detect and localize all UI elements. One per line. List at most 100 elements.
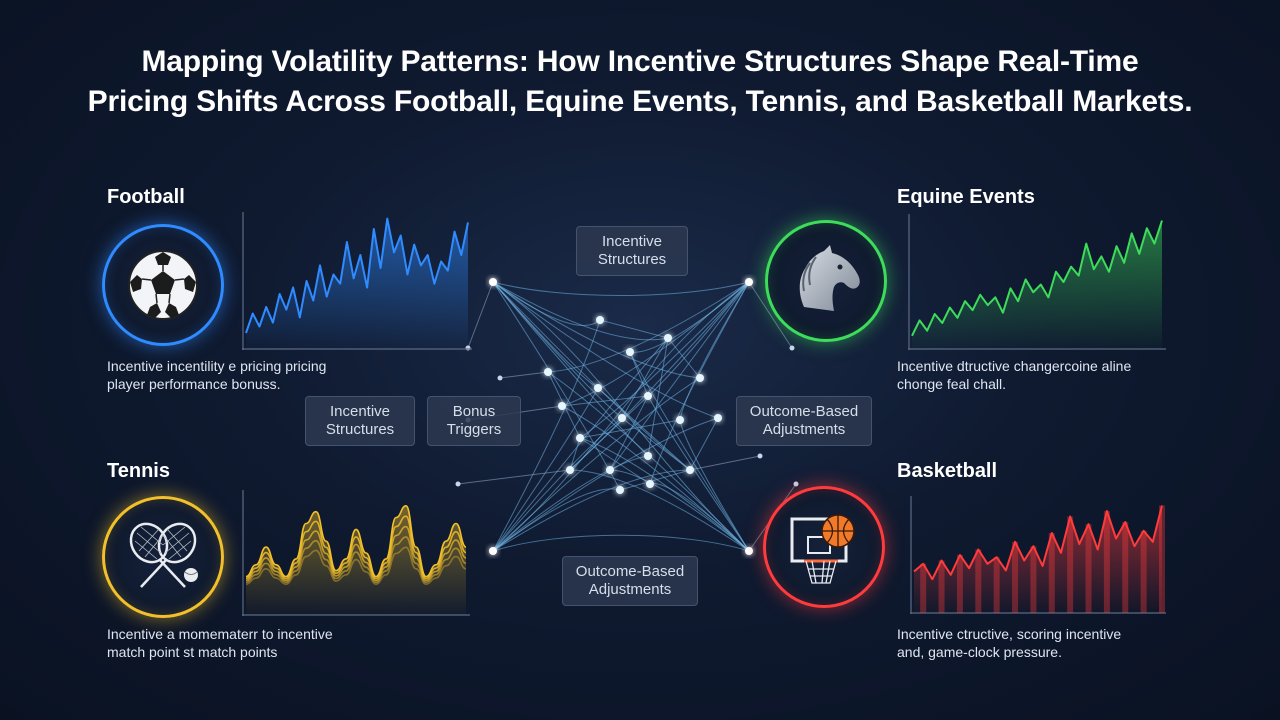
basketball-label: Basketball [897, 460, 998, 482]
chart-bar [1030, 546, 1037, 613]
network-end-node [789, 345, 795, 351]
network-link [679, 281, 750, 421]
chart-bar [920, 563, 927, 613]
tag-incentive-structures-left: Incentive Structures [305, 396, 415, 446]
network-node [594, 384, 602, 392]
network-link [609, 469, 750, 552]
chart-series-line [245, 217, 469, 334]
basketball-hoop-icon [790, 514, 855, 584]
network-link [492, 281, 750, 552]
network-link [569, 281, 750, 471]
network-link [492, 319, 601, 552]
network-node [566, 466, 574, 474]
network-link [492, 281, 669, 341]
network-link [492, 337, 669, 552]
network-link [499, 371, 549, 379]
tennis-icon-circle [102, 496, 224, 618]
network-link [649, 281, 750, 485]
network-link [597, 387, 691, 471]
network-link [579, 419, 681, 439]
network-node [544, 368, 552, 376]
network-link [647, 281, 750, 397]
tag-outcome-based-right: Outcome-Based Adjustments [736, 396, 872, 446]
chart-series-line [245, 504, 467, 578]
football-description: Incentive incentility e pricing pricing … [107, 358, 327, 392]
chart-series-line [245, 525, 467, 582]
network-node [696, 374, 704, 382]
network-node [606, 466, 614, 474]
network-node [576, 434, 584, 442]
network-end-node [497, 375, 503, 381]
equine-description: Incentive dtructive changercoine aline c… [897, 358, 1132, 392]
title-line-1: Mapping Volatility Patterns: How Incenti… [141, 45, 1139, 78]
network-end-node [455, 481, 461, 487]
network-link [569, 437, 581, 471]
soccer-ball-icon [128, 250, 198, 320]
title-line-2: Pricing Shifts Across Football, Equine E… [87, 85, 1193, 118]
chart-series-line [245, 546, 467, 585]
network-link [667, 337, 701, 379]
tennis-label: Tennis [107, 460, 170, 482]
network-link [621, 337, 669, 419]
network-link [679, 419, 750, 552]
network-link [619, 469, 691, 491]
chart-area-fill [914, 505, 1162, 613]
network-link [599, 319, 669, 339]
basketball-description: Incentive ctructive, scoring incentive a… [897, 626, 1122, 660]
network-link [647, 337, 669, 457]
network-link [492, 469, 691, 552]
network-node [686, 466, 694, 474]
chart-bar [1140, 530, 1147, 613]
football-icon-circle [102, 224, 224, 346]
network-link [457, 469, 571, 485]
chart-area-fill [246, 218, 468, 349]
chart-bar [1067, 516, 1074, 613]
basketball-volatility-chart [910, 496, 1166, 614]
network-link [492, 534, 750, 552]
network-link [609, 395, 649, 471]
chart-bar [938, 560, 945, 613]
chart-bar [1103, 511, 1110, 613]
network-link [492, 488, 621, 552]
tennis-rackets-icon [129, 522, 198, 588]
network-hub-node [489, 278, 497, 286]
network-link [492, 377, 701, 552]
network-end-node [793, 481, 799, 487]
network-link [492, 387, 599, 552]
tennis-description: Incentive a momematerr to incentive matc… [107, 626, 333, 660]
equine-icon-circle [765, 220, 887, 342]
network-node [644, 452, 652, 460]
equine-label: Equine Events [897, 186, 1035, 208]
network-node [646, 480, 654, 488]
network-end-node [757, 453, 763, 459]
network-node [558, 402, 566, 410]
tag-outcome-based-bottom: Outcome-Based Adjustments [562, 556, 698, 606]
chart-bar [1012, 541, 1019, 613]
chart-area-fill [912, 220, 1162, 349]
network-link [569, 469, 750, 552]
network-hub-node [489, 547, 497, 555]
network-node [664, 334, 672, 342]
chart-bar [975, 549, 982, 613]
tag-bonus-triggers: Bonus Triggers [427, 396, 521, 446]
network-link [649, 482, 750, 552]
network-link [492, 281, 750, 296]
network-node [644, 392, 652, 400]
chart-bar [1085, 524, 1092, 613]
chart-bar [1122, 522, 1129, 613]
network-link [492, 281, 623, 419]
network-link [609, 281, 750, 471]
equine-volatility-chart [908, 214, 1166, 350]
chart-series-line [245, 515, 467, 580]
chart-series-line [245, 536, 467, 584]
football-label: Football [107, 186, 185, 208]
network-link [561, 395, 649, 407]
network-link [629, 351, 750, 552]
network-hub-node [745, 278, 753, 286]
network-link [647, 395, 750, 552]
football-volatility-chart [242, 212, 472, 350]
network-node [618, 414, 626, 422]
chart-bar [1048, 533, 1055, 613]
network-link [467, 281, 494, 349]
